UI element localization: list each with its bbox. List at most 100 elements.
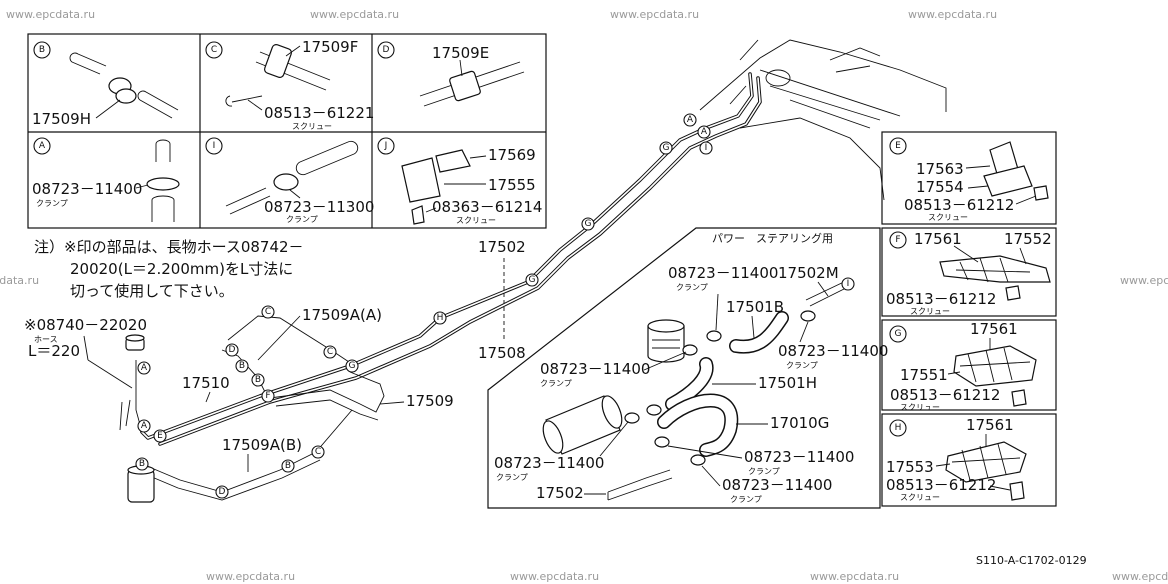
inset-e-letter: E: [895, 141, 901, 151]
watermark-bottom-2: www.epcdata.ru: [510, 570, 599, 583]
inset-b: B 17509H: [32, 41, 179, 128]
inset-e: E 17563 17554 08513－61212 スクリュー: [889, 137, 1049, 222]
svg-text:B: B: [139, 459, 145, 469]
annotation-clamp: クランプ: [676, 283, 708, 292]
watermark-left-1: www.epcdata.ru: [0, 274, 39, 287]
label-17551: 17551: [900, 366, 948, 384]
ps-label-17501b: 17501B: [726, 298, 784, 316]
screw-icon: [1009, 481, 1025, 501]
annotation-screw: スクリュー: [900, 403, 940, 412]
bracket-icon: [435, 149, 471, 173]
inset-h-letter: H: [895, 423, 902, 433]
inset-g-frame: [881, 319, 1057, 411]
ps-label-17502-bottom: 17502: [536, 484, 584, 502]
label-17509a-b: 17509A(B): [222, 436, 302, 454]
hose-icon: [295, 140, 359, 176]
inset-j: J 17569 17555 08363－61214 スクリュー: [377, 137, 542, 225]
label-17509: 17509: [406, 392, 454, 410]
ps-label-clamp-low-left: 08723－11400: [494, 454, 604, 472]
label-08513-61212-h: 08513－61212: [886, 476, 996, 494]
svg-text:B: B: [239, 361, 245, 371]
svg-text:E: E: [157, 431, 163, 441]
annotation-clamp: クランプ: [730, 495, 762, 504]
hose-clamp-icon: [624, 412, 640, 424]
svg-text:F: F: [265, 391, 270, 401]
label-08513-61212-e: 08513－61212: [904, 196, 1014, 214]
svg-text:G: G: [349, 361, 356, 371]
bracket-icon: [983, 165, 1033, 197]
label-hose-word: ホース: [34, 335, 58, 344]
annotation-screw: スクリュー: [292, 122, 332, 131]
pipe-icon: [225, 187, 271, 215]
inset-power-steering: パワー ステアリング用 I 08723－11400 クランプ 17502M: [487, 227, 888, 509]
label-17561-g: 17561: [970, 320, 1018, 338]
inset-f-frame: [881, 227, 1057, 317]
pipe-clip-icon: [449, 70, 481, 102]
annotation-clamp: クランプ: [496, 473, 528, 482]
label-17569: 17569: [488, 146, 536, 164]
inset-grid-top-left: B 17509H C 17509F 08513－61221 スクリュー D: [27, 33, 547, 229]
pipe-17509a-a: [227, 315, 353, 365]
label-08513-61221: 08513－61221: [264, 104, 374, 122]
label-17561-h: 17561: [966, 416, 1014, 434]
ps-label-17010g: 17010G: [770, 414, 829, 432]
inset-i: I 08723－11300 クランプ: [205, 137, 374, 224]
hose-end-icon: [151, 195, 175, 222]
inset-e-frame: [881, 131, 1057, 225]
hose-clamp-icon: [690, 454, 706, 466]
inset-i-letter: I: [213, 141, 216, 151]
hose-clamp-icon: [706, 330, 722, 342]
hose-clamp-icon: [646, 404, 662, 416]
inset-g: G 17561 17551 08513－61212 スクリュー: [889, 320, 1037, 412]
label-17502-top: 17502: [478, 238, 526, 256]
hose-clamp-icon: [654, 436, 670, 448]
pipe-end-icon: [155, 139, 171, 162]
note-line-2: 20020(L＝2.200mm)をL寸法に: [70, 260, 293, 278]
label-08723-11300: 08723－11300: [264, 198, 374, 216]
watermark-top-2: www.epcdata.ru: [310, 8, 399, 21]
label-17552: 17552: [1004, 230, 1052, 248]
ps-label-clamp-left: 08723－11400: [540, 360, 650, 378]
pipe-callout-markers: C D B B F C G H G G G A A I A A E B D B …: [135, 113, 713, 499]
label-08723-11400: 08723－11400: [32, 180, 142, 198]
screw-icon: [411, 205, 425, 225]
label-hose-length: L＝220: [28, 342, 80, 360]
fuel-filter-icon: [127, 469, 155, 503]
watermark-right-1: www.epcdata.ru: [1120, 274, 1168, 287]
bracket-icon: [401, 157, 441, 203]
ps-label-17502m: 17502M: [778, 264, 839, 282]
inset-h-frame: [881, 413, 1057, 507]
label-17555: 17555: [488, 176, 536, 194]
note-line-3: 切って使用して下さい。: [70, 282, 234, 300]
watermark-top-3: www.epcdata.ru: [610, 8, 699, 21]
inset-g-letter: G: [895, 329, 902, 339]
label-17553: 17553: [886, 458, 934, 476]
inset-d-letter: D: [383, 45, 390, 55]
svg-text:A: A: [141, 421, 148, 431]
screw-icon: [1033, 185, 1049, 201]
hose-clamp-icon: [682, 344, 698, 356]
annotation-clamp: クランプ: [540, 379, 572, 388]
note-line-1: 注）※印の部品は、長物ホース08742－: [34, 238, 304, 256]
note-block: 注）※印の部品は、長物ホース08742－ 20020(L＝2.200mm)をL寸…: [34, 238, 304, 300]
svg-text:D: D: [229, 345, 236, 355]
label-08513-61212-g: 08513－61212: [890, 386, 1000, 404]
reservoir-icon: [647, 325, 685, 363]
annotation-screw: スクリュー: [456, 216, 496, 225]
label-17508: 17508: [478, 344, 526, 362]
svg-text:I: I: [847, 279, 850, 289]
label-hose-callout: ※08740－22020: [24, 316, 147, 334]
inset-h: H 17561 17553 08513－61212 スクリュー: [886, 416, 1027, 502]
inset-grid-frame: [27, 33, 547, 229]
label-17509a-a: 17509A(A): [302, 306, 382, 324]
svg-text:A: A: [687, 115, 694, 125]
label-08513-61212-f: 08513－61212: [886, 290, 996, 308]
pipe-clamp-icon: [945, 441, 1027, 483]
inset-f: F 17561 17552 08513－61212 スクリュー: [886, 230, 1052, 316]
ps-label-clamp-right: 08723－11400: [778, 342, 888, 360]
ps-label-clamp-low-right: 08723－11400: [744, 448, 854, 466]
svg-text:B: B: [285, 461, 291, 471]
svg-text:I: I: [705, 143, 708, 153]
svg-text:G: G: [663, 143, 670, 153]
